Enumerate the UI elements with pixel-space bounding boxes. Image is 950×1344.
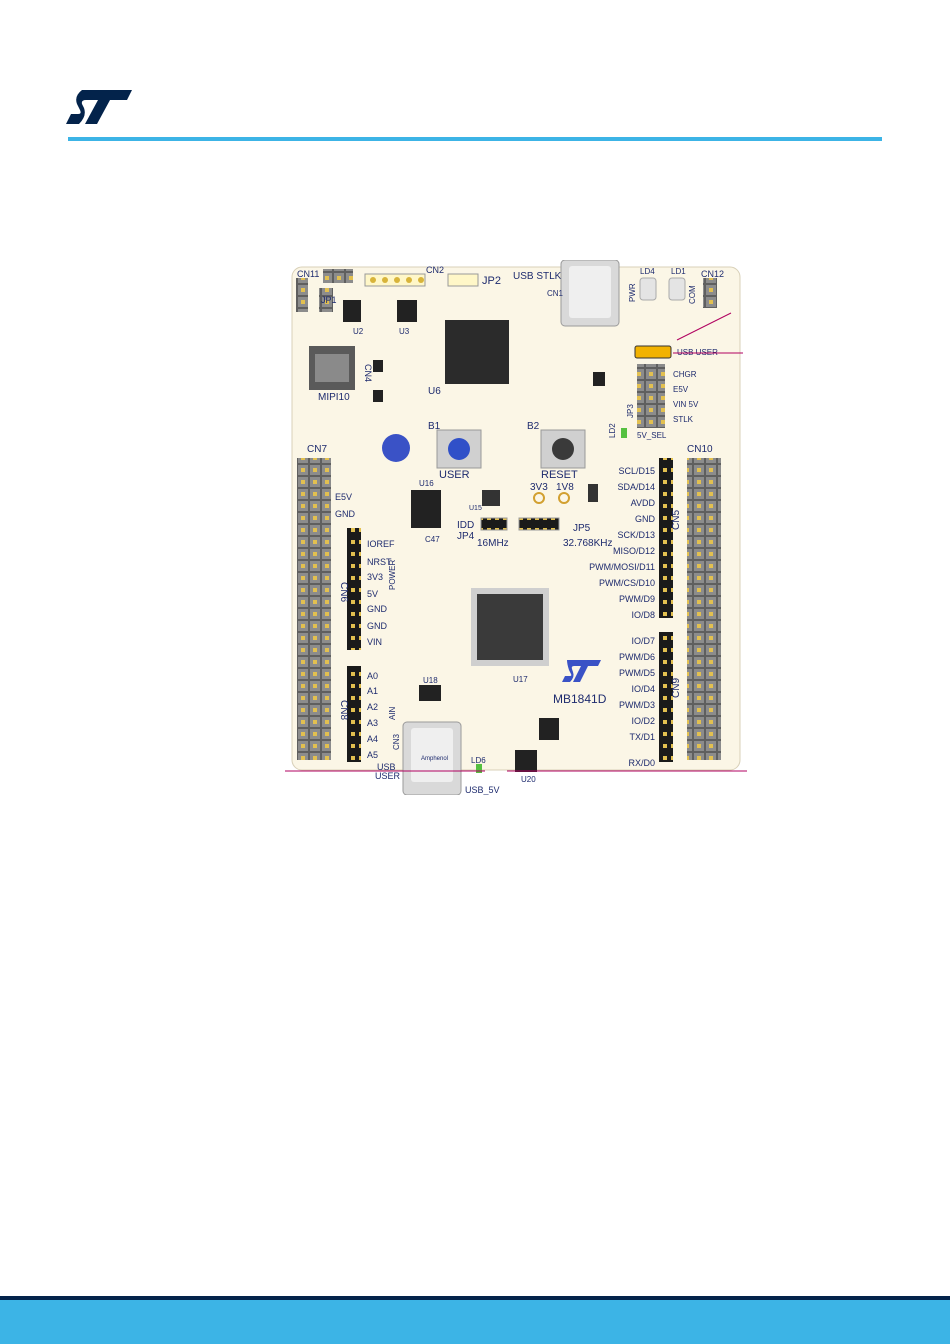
e5v-top-label: E5V (673, 385, 689, 394)
u3-label: U3 (399, 327, 410, 336)
cn5-pin: PWM/D9 (619, 594, 655, 604)
usb-label: USB (377, 762, 396, 772)
cn5-pin-list: SCL/D15 SDA/D14 AVDD GND SCK/D13 MISO/D1… (589, 466, 655, 620)
cn9-pin: PWM/D3 (619, 700, 655, 710)
usb-stlk-label: USB STLK (513, 271, 562, 282)
u17-label: U17 (513, 675, 528, 684)
cn9-pin: IO/D4 (631, 684, 655, 694)
cn8-pin: A5 (367, 750, 378, 760)
16mhz-label: 16MHz (477, 538, 509, 549)
jp5-label: JP5 (573, 523, 591, 534)
cn8-pin: A1 (367, 686, 378, 696)
e5v-label: E5V (335, 492, 352, 502)
cn6-pin: VIN (367, 637, 382, 647)
u6-label: U6 (428, 386, 441, 397)
ld2-label: LD2 (608, 423, 617, 438)
cn5-pin: AVDD (631, 498, 656, 508)
cn3-label: CN3 (392, 733, 401, 750)
cn6-label: CN6 (338, 582, 349, 602)
cn10-label: CN10 (687, 444, 713, 455)
u20-label: U20 (521, 775, 536, 784)
cn9-pin: PWM/D5 (619, 668, 655, 678)
user-bottom-label: USER (375, 771, 401, 781)
board-figure: CN11 JP1 CN2 JP2 U2 U3 USB STLK CN1 LD4 … (285, 260, 747, 795)
gnd-label: GND (335, 509, 356, 519)
b1-label: B1 (428, 421, 441, 432)
ld6-label: LD6 (471, 756, 486, 765)
5v-sel-label: 5V_SEL (637, 431, 667, 440)
ld4-label: LD4 (640, 267, 655, 276)
cn9-pin: IO/D2 (631, 716, 655, 726)
cn5-pin: PWM/MOSI/D11 (589, 562, 655, 572)
u2-label: U2 (353, 327, 364, 336)
amphenol-label: Amphenol (421, 756, 448, 762)
ain-label: AIN (388, 706, 397, 720)
cn5-pin: IO/D8 (631, 610, 655, 620)
cn7-label: CN7 (307, 444, 327, 455)
cn1-label: CN1 (547, 289, 564, 298)
cn8-pin-list: A0 A1 A2 A3 A4 A5 (367, 671, 378, 760)
3v3-label: 3V3 (530, 482, 548, 493)
cn6-pin: IOREF (367, 539, 395, 549)
u18-label: U18 (423, 676, 438, 685)
cn6-pin-list: IOREF NRST 3V3 5V GND GND VIN (367, 539, 395, 647)
main-mcu (477, 594, 543, 660)
u15-label: U15 (469, 505, 482, 512)
cn8-pin: A2 (367, 702, 378, 712)
footer-band (0, 1300, 950, 1344)
com-label: COM (688, 285, 697, 304)
power-label: POWER (388, 560, 397, 590)
user-button-label: USER (439, 469, 470, 481)
vin5v-label: VIN 5V (673, 400, 699, 409)
mipi10-label: MIPI10 (318, 392, 350, 403)
cn9-label: CN9 (671, 678, 682, 698)
1v8-label: 1V8 (556, 482, 574, 493)
jp2-label: JP2 (482, 275, 501, 287)
cn9-pin: RX/D0 (628, 758, 655, 768)
cn5-pin: SDA/D14 (617, 482, 655, 492)
cn5-pin: SCL/D15 (618, 466, 655, 476)
cn9-pin: PWM/D6 (619, 652, 655, 662)
cn6-pin: 3V3 (367, 572, 383, 582)
cn5-pin: MISO/D12 (613, 546, 655, 556)
cn5-pin: SCK/D13 (617, 530, 655, 540)
ld1-label: LD1 (671, 267, 686, 276)
footer-band-top (0, 1296, 950, 1300)
reset-button-label: RESET (541, 469, 578, 481)
jp3-label: JP3 (626, 404, 635, 418)
jp1-label: JP1 (321, 295, 337, 305)
cn8-pin: A4 (367, 734, 378, 744)
u16-label: U16 (419, 479, 434, 488)
cn6-pin: GND (367, 604, 388, 614)
cn9-pin-list: IO/D7 PWM/D6 PWM/D5 IO/D4 PWM/D3 IO/D2 T… (619, 636, 655, 768)
cn6-pin: NRST (367, 557, 392, 567)
cn9-pin: TX/D1 (629, 732, 655, 742)
cn11-label: CN11 (297, 269, 319, 279)
cn4-label: CN4 (363, 364, 373, 382)
cn6-pin: GND (367, 621, 388, 631)
cn8-pin: A3 (367, 718, 378, 728)
cn12-label: CN12 (701, 269, 724, 279)
pwr-label: PWR (628, 283, 637, 302)
cn8-label: CN8 (338, 700, 349, 720)
chgr-label: CHGR (673, 370, 697, 379)
cn5-label: CN5 (671, 510, 682, 530)
cn8-pin: A0 (367, 671, 378, 681)
cn2-label: CN2 (426, 265, 444, 275)
usb-5v-label: USB_5V (465, 785, 500, 795)
stlink-mcu (445, 320, 509, 384)
st-logo-icon (66, 90, 132, 124)
32khz-label: 32.768KHz (563, 538, 612, 549)
cn5-pin: PWM/CS/D10 (599, 578, 655, 588)
cn5-pin: GND (635, 514, 656, 524)
idd-label: IDD (457, 520, 474, 531)
cn9-pin: IO/D7 (631, 636, 655, 646)
c47-label: C47 (425, 535, 440, 544)
jp4-label: JP4 (457, 531, 475, 542)
board-title: MB1841D (553, 692, 607, 706)
cn6-pin: 5V (367, 589, 378, 599)
b2-label: B2 (527, 421, 540, 432)
header-rule (68, 137, 882, 141)
stlk-label: STLK (673, 415, 694, 424)
